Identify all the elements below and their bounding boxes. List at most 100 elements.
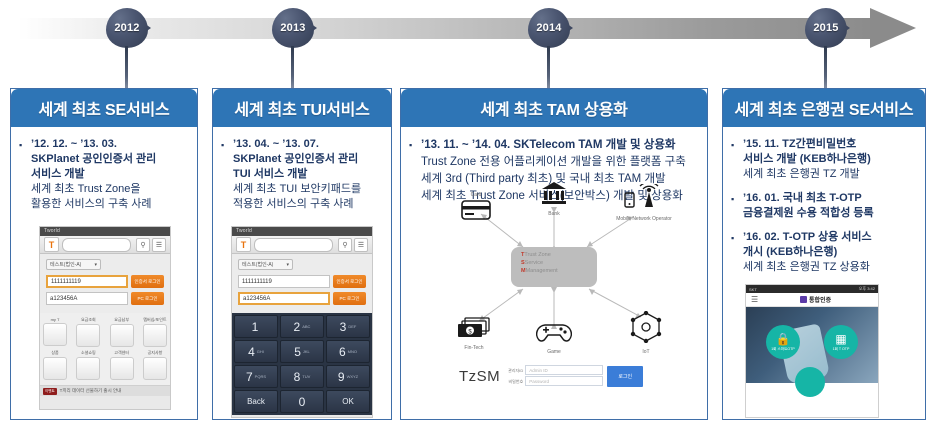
id-field[interactable]: 1111111119	[238, 275, 330, 288]
menu-cell-label: 요금납부	[114, 317, 130, 322]
menu-cell[interactable]: 소셜쇼핑	[76, 350, 101, 380]
keypad-key-number: 7	[245, 369, 253, 384]
bullet-headline-2: SKPlanet 공인인증서 관리	[31, 153, 157, 165]
id-field[interactable]: 1111111119	[46, 275, 128, 288]
app-top-bar: ☰ 통합인증	[746, 293, 878, 307]
account-select[interactable]: 테스트(법인-A) ▾	[238, 259, 293, 270]
card-tui-service: 세계 최초 TUI서비스 ’13. 04. ~ ’13. 07. SKPlane…	[212, 88, 392, 420]
account-select-value: 테스트(법인-A)	[50, 262, 82, 268]
t-otp-button[interactable]: ▦ 1회 T OTP	[824, 325, 858, 359]
keypad-key-number: 4	[248, 344, 255, 359]
keypad-key-label: OK	[342, 397, 354, 406]
menu-cell[interactable]: 멤버십/포인트	[142, 317, 167, 347]
password-field[interactable]: a123456A	[46, 292, 128, 305]
password-field[interactable]: a123456A	[238, 292, 330, 305]
phone-search-bar: T ⚲ ☰	[40, 236, 170, 254]
phone-footer-banner[interactable]: 이벤트 T끼리 데이터 선물하기 출시 안내	[40, 385, 170, 396]
node-iot: IoT	[623, 310, 669, 355]
hub-text-1: Trust Zone	[524, 252, 551, 258]
menu-cell-icon	[109, 324, 134, 347]
bullet-sub-1: 세계 최초 Trust Zone을	[31, 183, 141, 195]
money-icon: $	[458, 317, 490, 337]
timeline-year-label: 2013	[280, 22, 306, 34]
pc-login-button[interactable]: PC 로그인	[131, 292, 164, 305]
search-icon[interactable]: ⚲	[338, 237, 352, 252]
bullet-headline: ’15. 11. TZ간편비밀번호	[743, 138, 857, 150]
search-input[interactable]	[254, 237, 333, 252]
keypad-key-letters: GHI	[256, 349, 264, 354]
bullet-sub-1: 세계 최초 은행권 TZ 개발	[743, 168, 860, 180]
keypad-key-number: 3	[339, 319, 347, 334]
t-otp-label: 1회 T OTP	[832, 346, 850, 351]
search-icon[interactable]: ⚲	[136, 237, 150, 252]
menu-icon[interactable]: ☰	[152, 237, 166, 252]
iot-network-icon	[630, 310, 662, 344]
menu-icon[interactable]: ☰	[354, 237, 368, 252]
phone-search-bar: T ⚲ ☰	[232, 236, 372, 254]
credit-card-icon	[461, 200, 491, 220]
menu-cell-icon	[142, 324, 167, 347]
timeline-marker-2014[interactable]: 2014	[528, 8, 574, 52]
search-input[interactable]	[62, 237, 131, 252]
bullet-headline-3: TUI 서비스 개발	[233, 168, 308, 180]
menu-cell-label: 소셜쇼핑	[80, 350, 96, 355]
cert-login-button[interactable]: 인증서 로그인	[333, 275, 366, 288]
menu-cell[interactable]: 요금납부	[109, 317, 134, 347]
tzsm-brand-label: TzSM	[459, 367, 501, 385]
menu-cell-icon	[43, 357, 67, 380]
node-bank: Bank	[531, 181, 577, 217]
pin-blob-icon	[106, 8, 148, 48]
timeline-marker-2012[interactable]: 2012	[106, 8, 152, 52]
bullet-text: ’13. 04. ~ ’13. 07. SKPlanet 공인인증서 관리 TU…	[233, 137, 383, 212]
keypad-key[interactable]: 1	[234, 315, 278, 338]
pin-blob-icon	[528, 8, 570, 48]
menu-cell-label: 상품	[51, 350, 59, 355]
keypad-key[interactable]: 0	[280, 390, 324, 413]
timeline-marker-2013[interactable]: 2013	[272, 8, 318, 52]
pin-blob-icon	[272, 8, 314, 48]
bullet-headline: ’16. 01. 국내 최초 T-OTP	[743, 192, 862, 204]
node-game: Game	[529, 321, 579, 355]
menu-cell[interactable]: 고객센터	[109, 350, 134, 380]
cert-login-button[interactable]: 인증서 로그인	[131, 275, 164, 288]
menu-cell-label: 공지사항	[147, 350, 163, 355]
menu-cell[interactable]: my T	[43, 317, 67, 347]
menu-cell[interactable]: 상품	[43, 350, 67, 380]
login-button[interactable]: 로그인	[607, 365, 644, 387]
timeline-arrowhead-icon	[870, 8, 916, 48]
card-title: 세계 최초 TAM 상용화	[401, 89, 707, 127]
hamburger-icon[interactable]: ☰	[751, 295, 759, 304]
login-field-labels: 관리자ID 비밀번호	[508, 365, 523, 387]
menu-cell[interactable]: 요금조회	[76, 317, 101, 347]
keypad-key-back[interactable]: Back	[234, 390, 278, 413]
center-action-button[interactable]	[795, 367, 825, 397]
account-select[interactable]: 테스트(법인-A) ▾	[46, 259, 101, 270]
menu-grid-row: my T 요금조회 요금납부 멤버십/포인트	[43, 317, 167, 347]
timeline-year-label: 2012	[114, 22, 140, 34]
bullet-headline: ’13. 11. ~ ’14. 04. SKTelecom TAM 개발 및 상…	[421, 139, 676, 151]
bullet-text: ’12. 12. ~ ’13. 03. SKPlanet 공인인증서 관리 서비…	[31, 137, 189, 212]
bullet-line-2: Trust Zone 전용 어플리케이션 개발을 위한 플랫폼 구축	[421, 156, 686, 168]
phone-mockup-tworld: Tworld T ⚲ ☰ 테스트(법인-A) ▾ 1111111119 인증서 …	[39, 226, 171, 410]
menu-cell[interactable]: 공지사항	[142, 350, 167, 380]
pc-login-button[interactable]: PC 로그인	[333, 292, 366, 305]
smart-otp-button[interactable]: 🔒 1회 스마트OTP	[766, 325, 800, 359]
menu-cell-label: my T	[50, 317, 60, 322]
gamepad-icon	[535, 324, 573, 342]
login-label-id: 관리자ID	[508, 368, 524, 373]
bullet-text: ’16. 02. T-OTP 상용 서비스 개시 (KEB하나은행) 세계 최초…	[743, 230, 917, 275]
admin-id-input[interactable]: Admin ID	[525, 365, 604, 375]
timeline-marker-2015[interactable]: 2015	[805, 8, 851, 52]
password-input[interactable]: Password	[525, 376, 604, 386]
timeline-stem	[291, 46, 294, 96]
keypad-key-ok[interactable]: OK	[326, 390, 370, 413]
